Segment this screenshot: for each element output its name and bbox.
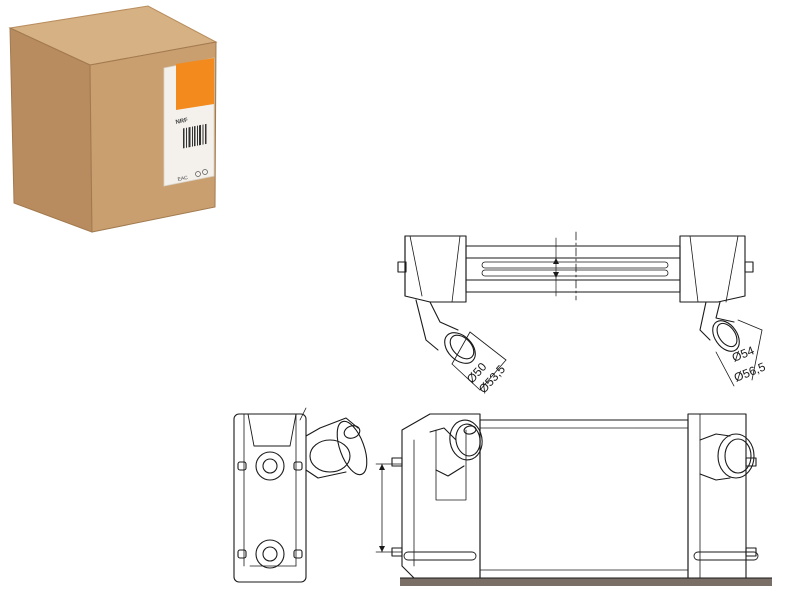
intercooler-side-view — [233, 407, 368, 583]
intercooler-top-view — [397, 231, 754, 364]
dimension-lines-top — [451, 319, 763, 391]
box-label-orange-strip — [176, 58, 214, 110]
intercooler-front-view — [375, 413, 759, 579]
ground-base — [400, 577, 772, 586]
barcode-icon — [183, 123, 207, 149]
packaging-box: NRF EAC — [8, 5, 218, 233]
box-label-cert-mark: EAC — [177, 175, 189, 183]
recycle-icon — [195, 171, 201, 177]
info-icon — [202, 169, 208, 175]
box-label-brand: NRF — [175, 117, 189, 126]
